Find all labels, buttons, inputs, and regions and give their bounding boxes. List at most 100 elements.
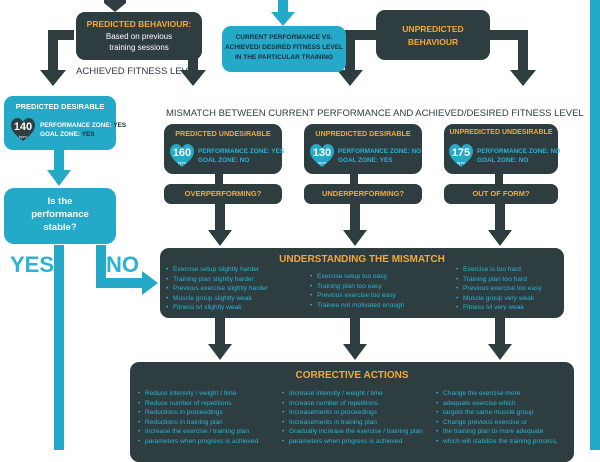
predicted-behaviour-title: PREDICTED BEHAVIOUR: bbox=[86, 19, 192, 29]
corrective-title: CORRECTIVE ACTIONS bbox=[295, 370, 409, 381]
reason-item: Trainee not motivated enough bbox=[310, 301, 440, 311]
goal-zone-value: YES bbox=[81, 131, 95, 138]
corrective-item: Reductions in proceedings bbox=[138, 408, 278, 418]
corrective-item: parameters when progress is achieved bbox=[282, 437, 442, 447]
reason-item: Training plan too hard bbox=[456, 275, 562, 285]
diagnosis-out-of-form: OUT OF FORM? bbox=[444, 184, 558, 204]
corrective-item: Change the exercise more bbox=[436, 389, 572, 399]
no-label: NO bbox=[106, 252, 139, 277]
case-box-predicted-undesirable: PREDICTED UNDESIRABLE 160 bpm PERFORMANC… bbox=[164, 124, 284, 174]
predicted-behaviour-subtitle-2: training sessions bbox=[109, 43, 169, 52]
understanding-mismatch-box: UNDERSTANDING THE MISMATCH Exercise setu… bbox=[160, 248, 564, 318]
corrective-list-1: Reduce intensity / weight / time Reduce … bbox=[138, 389, 278, 447]
reason-item: Muscle group very weak bbox=[456, 294, 562, 304]
diagnosis-label: UNDERPERFORMING? bbox=[321, 189, 405, 198]
goal-zone-label: GOAL ZONE: bbox=[40, 131, 81, 138]
diagnosis-overperforming: OVERPERFORMING? bbox=[164, 184, 282, 204]
performance-zone-value: YES bbox=[113, 122, 127, 129]
corrective-item: Reduce number of repetitions bbox=[138, 399, 278, 409]
reasons-list-1: Exercise setup slightly harder Training … bbox=[166, 265, 296, 313]
goal-label: GOAL ZONE: bbox=[477, 157, 518, 164]
case-bpm: 175 bbox=[451, 147, 471, 159]
case-title: UNPREDICTED DESIRABLE bbox=[315, 129, 411, 138]
heart-icon: 130 bpm bbox=[309, 143, 335, 169]
goal-label: GOAL ZONE: bbox=[338, 157, 379, 164]
predicted-desirable-title: PREDICTED DESIRABLE bbox=[15, 102, 105, 111]
zone-label: PERFORMANCE ZONE: bbox=[477, 148, 549, 155]
reason-item: Muscle group slightly weak bbox=[166, 294, 296, 304]
diagnosis-label: OVERPERFORMING? bbox=[184, 189, 262, 198]
reason-item: Exercise setup slightly harder bbox=[166, 265, 296, 275]
case-unit: bpm bbox=[318, 160, 326, 165]
predicted-desirable-bpm: 140 bbox=[13, 121, 33, 133]
zone-value: NO bbox=[411, 148, 422, 155]
corrective-item: which will stabilize the training proces… bbox=[436, 437, 572, 447]
corrective-item: Increasements in proceedings bbox=[282, 408, 442, 418]
case-box-unpredicted-desirable: UNPREDICTED DESIRABLE 130 bpm PERFORMANC… bbox=[304, 124, 422, 174]
current-performance-line-1: CURRENT PERFORMANCE VS. bbox=[235, 34, 333, 41]
predicted-desirable-unit: bpm bbox=[19, 134, 27, 139]
corrective-item: targets the same muscle group bbox=[436, 408, 572, 418]
predicted-behaviour-box: PREDICTED BEHAVIOUR: Based on previous t… bbox=[76, 12, 202, 60]
reason-item: Fitness lvl slightly weak bbox=[166, 303, 296, 313]
reason-item: Exercise setup too easy bbox=[310, 272, 440, 282]
reason-item: Previous exercise slightly harder bbox=[166, 284, 296, 294]
diagnosis-underperforming: UNDERPERFORMING? bbox=[304, 184, 422, 204]
unpredicted-behaviour-box: UNPREDICTED BEHAVIOUR bbox=[376, 10, 490, 60]
reason-item: Fitness lvl very weak bbox=[456, 303, 562, 313]
predicted-desirable-box: PREDICTED DESIRABLE 140 bpm PERFORMANCE … bbox=[4, 96, 126, 150]
corrective-item: Reduce intensity / weight / time bbox=[138, 389, 278, 399]
case-zone: PERFORMANCE ZONE: NO bbox=[338, 147, 421, 156]
case-box-unpredicted-undesirable: UNPREDICTED UNDESIRABLE 175 bpm PERFORMA… bbox=[444, 124, 560, 174]
case-goal: GOAL ZONE: YES bbox=[338, 156, 392, 165]
heart-icon: 160 bpm bbox=[169, 143, 195, 169]
mismatch-caption: MISMATCH BETWEEN CURRENT PERFORMANCE AND… bbox=[166, 108, 584, 119]
unpredicted-behaviour-line-1: UNPREDICTED bbox=[402, 24, 464, 34]
stable-question-box: Is the performance stable? bbox=[4, 188, 116, 244]
reason-item: Previous exercise too easy bbox=[456, 284, 562, 294]
predicted-desirable-zone: PERFORMANCE ZONE: YES bbox=[40, 121, 126, 130]
stable-question-2: performance bbox=[31, 209, 89, 220]
reasons-list-2: Exercise setup too easy Training plan to… bbox=[310, 272, 440, 310]
case-unit: bpm bbox=[457, 160, 465, 165]
corrective-item: Change previous exercise or bbox=[436, 418, 572, 428]
corrective-item: Gradually increase the exercise / traini… bbox=[282, 427, 442, 437]
case-goal: GOAL ZONE: NO bbox=[477, 156, 528, 165]
current-performance-box: CURRENT PERFORMANCE VS. ACHIEVED/ DESIRE… bbox=[222, 26, 346, 72]
predicted-behaviour-subtitle-1: Based on previous bbox=[105, 32, 173, 41]
stable-question-3: stable? bbox=[43, 222, 77, 233]
corrective-actions-box: CORRECTIVE ACTIONS Reduce intensity / we… bbox=[130, 362, 574, 462]
yes-label: YES bbox=[10, 252, 55, 277]
case-title: PREDICTED UNDESIRABLE bbox=[175, 129, 271, 138]
stable-question-1: Is the bbox=[47, 196, 73, 207]
current-performance-line-3: IN THE PARTICULAR TRAINING bbox=[234, 54, 334, 61]
zone-value: YES bbox=[271, 148, 285, 155]
corrective-item: Increasements in training plan bbox=[282, 418, 442, 428]
goal-value: NO bbox=[518, 157, 529, 164]
predicted-desirable-goal: GOAL ZONE: YES bbox=[40, 130, 94, 139]
case-title: UNPREDICTED UNDESIRABLE bbox=[449, 129, 553, 136]
current-performance-line-2: ACHIEVED/ DESIRED FITNESS LEVEL bbox=[224, 44, 344, 51]
corrective-list-3: Change the exercise more adequate exerci… bbox=[436, 389, 572, 447]
reason-item: Training plan slightly harder bbox=[166, 275, 296, 285]
corrective-item: the training plan to more adequate bbox=[436, 427, 572, 437]
goal-value: YES bbox=[379, 157, 393, 164]
unpredicted-behaviour-line-2: BEHAVIOUR bbox=[407, 37, 459, 47]
zone-value: NO bbox=[550, 148, 561, 155]
reason-item: Previous exercise too easy bbox=[310, 291, 440, 301]
zone-label: PERFORMANCE ZONE: bbox=[338, 148, 410, 155]
corrective-item: parameters when progress is achieved bbox=[138, 437, 278, 447]
case-zone: PERFORMANCE ZONE: NO bbox=[477, 147, 560, 156]
corrective-item: Increase the exercise / training plan bbox=[138, 427, 278, 437]
heart-icon: 140 bpm bbox=[10, 117, 36, 143]
corrective-item: Reductions in training plan bbox=[138, 418, 278, 428]
corrective-item: adequate exercise which bbox=[436, 399, 572, 409]
reason-item: Training plan too easy bbox=[310, 282, 440, 292]
reasons-list-3: Exercise is too hard Training plan too h… bbox=[456, 265, 562, 313]
zone-label: PERFORMANCE ZONE: bbox=[198, 148, 270, 155]
goal-value: NO bbox=[239, 157, 250, 164]
case-zone: PERFORMANCE ZONE: YES bbox=[198, 147, 284, 156]
understanding-title: UNDERSTANDING THE MISMATCH bbox=[279, 254, 445, 265]
case-bpm: 160 bbox=[172, 147, 192, 159]
corrective-item: Increase number of repetitions bbox=[282, 399, 442, 409]
